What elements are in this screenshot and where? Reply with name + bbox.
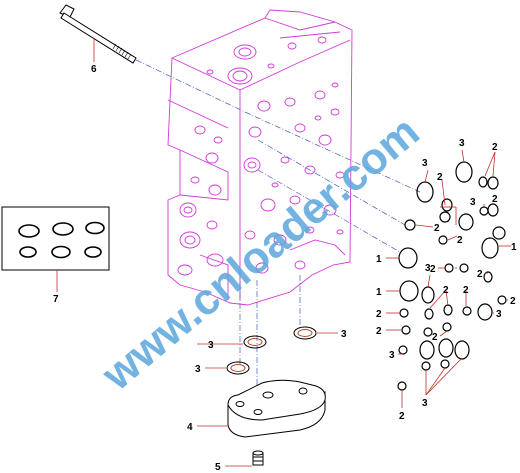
callout-3: 3 xyxy=(422,158,428,169)
callout-2: 2 xyxy=(376,309,382,320)
callout-3: 3 xyxy=(195,364,201,375)
callout-6: 6 xyxy=(91,64,97,75)
leader-lines xyxy=(56,38,511,467)
callout-2: 2 xyxy=(430,264,436,275)
callout-3: 3 xyxy=(208,340,214,351)
callout-7: 7 xyxy=(53,294,59,305)
callout-1: 1 xyxy=(511,242,517,253)
oring-kit-box-part-7 xyxy=(1,206,110,271)
callout-3: 3 xyxy=(459,138,465,149)
callout-2: 2 xyxy=(510,296,516,307)
plug-part-5 xyxy=(252,450,264,466)
callout-3: 3 xyxy=(389,350,395,361)
callout-2: 2 xyxy=(437,172,443,183)
callout-3: 3 xyxy=(470,197,476,208)
cover-plate-part-4 xyxy=(227,379,326,438)
callout-2: 2 xyxy=(443,285,449,296)
callout-1: 1 xyxy=(376,254,382,265)
callout-3: 3 xyxy=(425,263,431,274)
callout-2: 2 xyxy=(477,269,483,280)
callouts: 6 7 3 2 1 2 2 3 2 3 2 1 2 2 3 1 2 2 2 3 … xyxy=(53,64,517,473)
callout-3: 3 xyxy=(496,309,502,320)
lower-orings xyxy=(226,326,317,375)
bolt-part-6 xyxy=(59,4,137,64)
callout-4: 4 xyxy=(187,422,193,433)
callout-2: 2 xyxy=(492,142,498,153)
callout-2: 2 xyxy=(376,326,382,337)
callout-5: 5 xyxy=(215,462,221,473)
callout-2: 2 xyxy=(432,332,438,343)
callout-3: 3 xyxy=(341,329,347,340)
callout-2: 2 xyxy=(492,194,498,205)
valve-body xyxy=(167,9,353,306)
callout-1: 1 xyxy=(376,287,382,298)
callout-2: 2 xyxy=(463,285,469,296)
callout-2: 2 xyxy=(434,223,440,234)
side-orings xyxy=(397,161,507,391)
callout-3: 3 xyxy=(422,398,428,409)
callout-2: 2 xyxy=(399,411,405,422)
callout-2: 2 xyxy=(457,235,463,246)
